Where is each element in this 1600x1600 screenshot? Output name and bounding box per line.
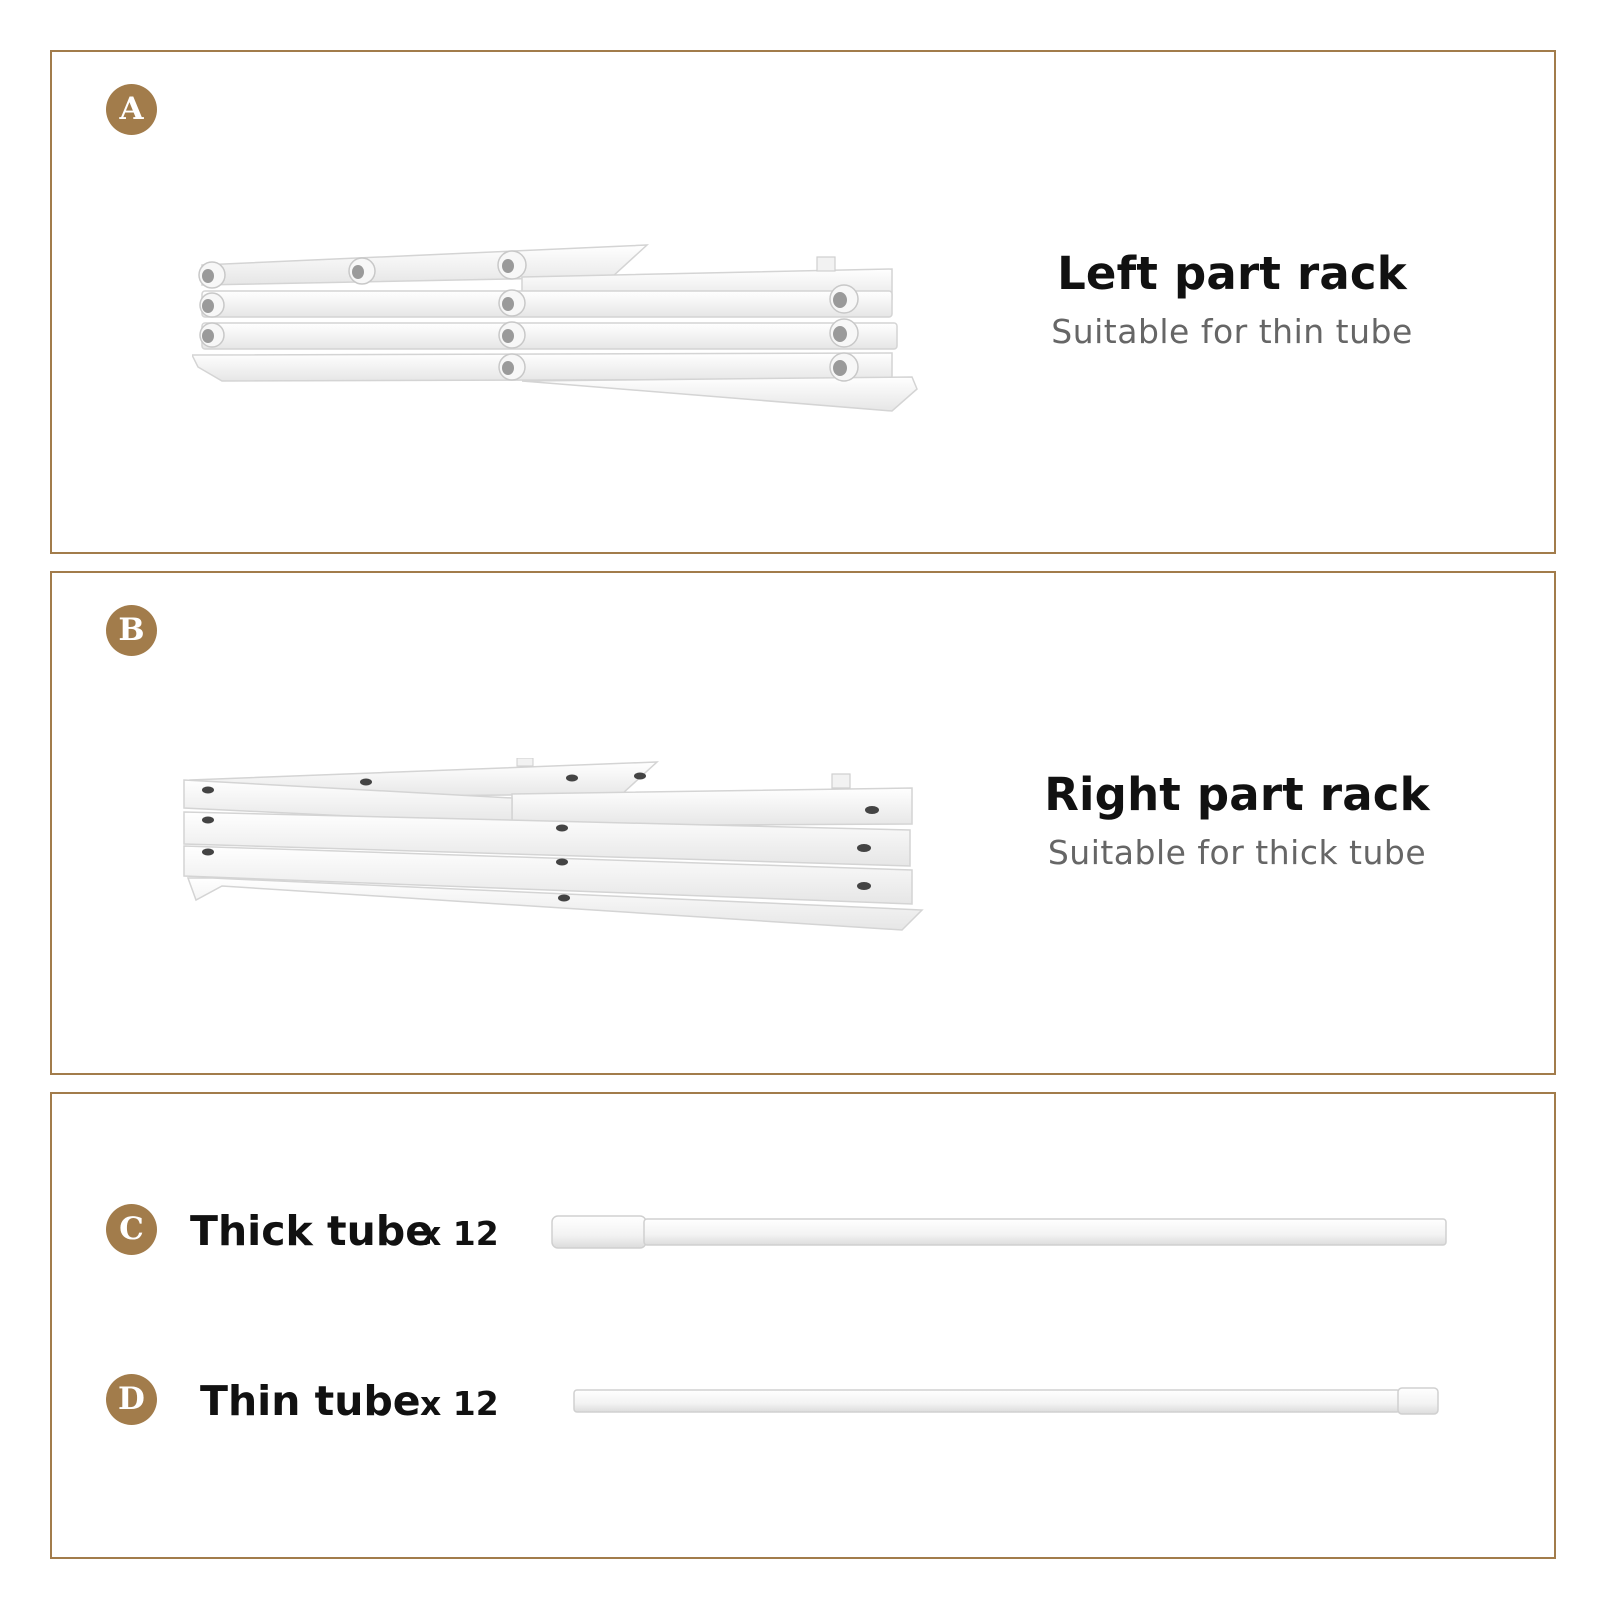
left-rack-image (192, 244, 918, 412)
part-panel-b: B Right part rack S (50, 571, 1556, 1075)
part-title-a: Left part rack (1057, 247, 1407, 300)
item-name-thick-tube: Thick tube (190, 1207, 433, 1255)
thin-tube-image (573, 1387, 1439, 1415)
item-qty-thick-tube: x 12 (420, 1214, 499, 1253)
badge-d: D (106, 1374, 157, 1425)
item-name-thin-tube: Thin tube (200, 1377, 421, 1425)
tubes-panel: C Thick tube x 12 D Thin tube x 12 (50, 1092, 1556, 1559)
badge-c: C (106, 1204, 157, 1255)
right-rack-image (183, 758, 924, 931)
item-qty-thin-tube: x 12 (420, 1384, 499, 1423)
part-title-b: Right part rack (1044, 768, 1430, 821)
part-subtitle-b: Suitable for thick tube (1047, 833, 1427, 872)
part-subtitle-a: Suitable for thin tube (1051, 312, 1413, 351)
part-panel-a: A (50, 50, 1556, 554)
thick-tube-image (551, 1215, 1447, 1249)
badge-b: B (106, 605, 157, 656)
badge-a: A (106, 84, 157, 135)
